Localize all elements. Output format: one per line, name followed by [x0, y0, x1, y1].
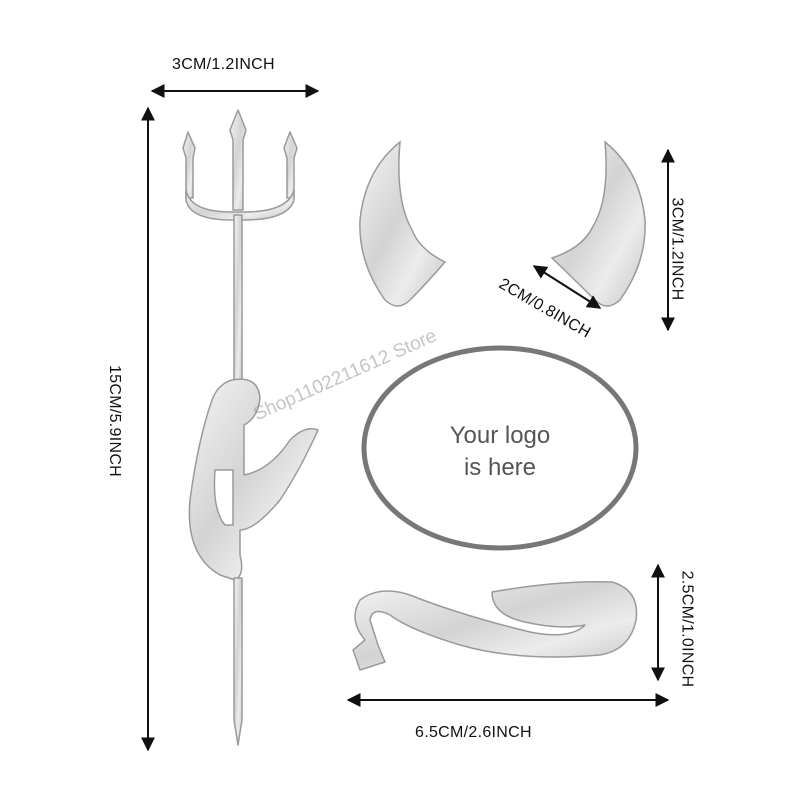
- logo-line-1: Your logo: [449, 422, 551, 449]
- trident-width-label: 3CM/1.2INCH: [172, 56, 275, 73]
- dimension-lines: [141, 84, 675, 752]
- trident-height-label: 15CM/5.9INCH: [106, 364, 124, 478]
- logo-placeholder-text: Your logo is here: [395, 420, 605, 484]
- tail-width-label: 6.5CM/2.6INCH: [415, 724, 532, 741]
- logo-line-2: is here: [463, 454, 537, 481]
- tail-height-label: 2.5CM/1.0INCH: [678, 570, 696, 688]
- horn-height-label: 3CM/1.2INCH: [668, 197, 686, 301]
- logo-oval: [361, 345, 639, 551]
- tail-sticker: [352, 580, 638, 671]
- horn-sticker-left: [359, 140, 447, 307]
- trident-sticker: [182, 109, 319, 746]
- horn-sticker-right: [550, 140, 646, 307]
